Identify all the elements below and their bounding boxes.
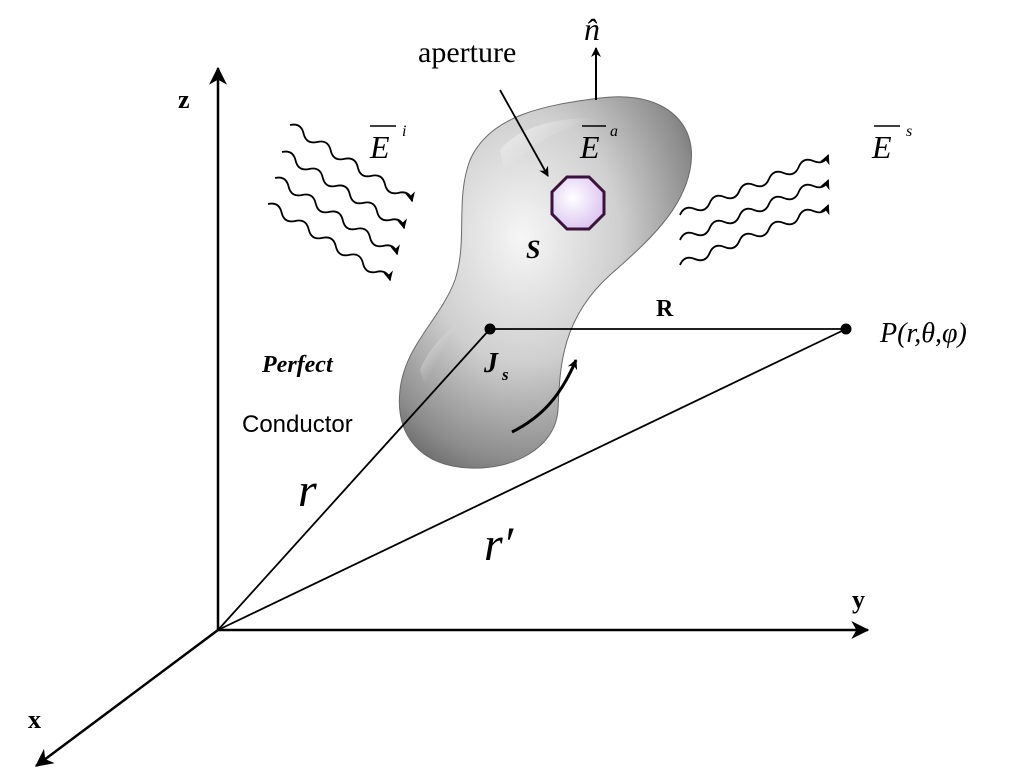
incident-field-label: E i xyxy=(369,123,406,165)
aperture-field-sup: a xyxy=(610,123,618,140)
x-axis-label: x xyxy=(28,705,41,734)
source-vector-label: r′ xyxy=(484,518,515,571)
y-axis-label: y xyxy=(852,585,865,614)
scattered-field-label: E s xyxy=(871,123,912,165)
incident-wave-1 xyxy=(289,123,415,203)
surface-current-arrow xyxy=(511,359,578,434)
x-axis xyxy=(34,628,219,768)
surface-current-symbol: J xyxy=(483,348,499,379)
aperture-pointer-arrow xyxy=(499,89,549,177)
incident-field-sup: i xyxy=(402,123,406,140)
surface-label: S xyxy=(526,235,540,264)
z-axis-label: z xyxy=(178,85,190,114)
incident-wave-2 xyxy=(281,150,407,230)
aperture-field-label: E a xyxy=(579,123,618,165)
incident-field-symbol: E xyxy=(369,129,390,165)
normal-vector-label: n̂ xyxy=(584,11,600,47)
scattered-wave-1 xyxy=(679,154,830,216)
scattered-wave-3 xyxy=(679,204,830,266)
conductor-body xyxy=(398,96,692,469)
material-label-line2: Conductor xyxy=(242,411,353,438)
conductor-highlight-lower xyxy=(420,320,460,395)
observation-point-label: P(r,θ,φ) xyxy=(879,318,967,349)
geometry-vectors xyxy=(217,328,847,631)
scattered-wave-2 xyxy=(679,179,830,241)
surface-current-label: J s xyxy=(483,348,509,384)
scattered-waves xyxy=(679,154,830,266)
source-point xyxy=(484,323,496,335)
scattered-field-sup: s xyxy=(906,123,912,140)
position-vector-label: r xyxy=(298,464,317,517)
incident-wave-3 xyxy=(274,176,400,256)
r-prime-vector xyxy=(217,328,847,631)
coordinate-axes xyxy=(34,66,870,768)
surface-current-sub: s xyxy=(501,365,509,384)
conductor-shape xyxy=(398,96,692,469)
r-vector xyxy=(217,328,491,631)
aperture-field-symbol: E xyxy=(579,129,600,165)
observation-point xyxy=(840,323,852,335)
incident-wave-4 xyxy=(267,202,393,282)
distance-label: R xyxy=(656,296,674,322)
incident-waves xyxy=(267,123,415,282)
scattered-field-symbol: E xyxy=(871,129,892,165)
material-label-line1: Perfect xyxy=(261,352,334,378)
aperture-octagon xyxy=(550,175,606,231)
aperture-label: aperture xyxy=(418,36,516,69)
